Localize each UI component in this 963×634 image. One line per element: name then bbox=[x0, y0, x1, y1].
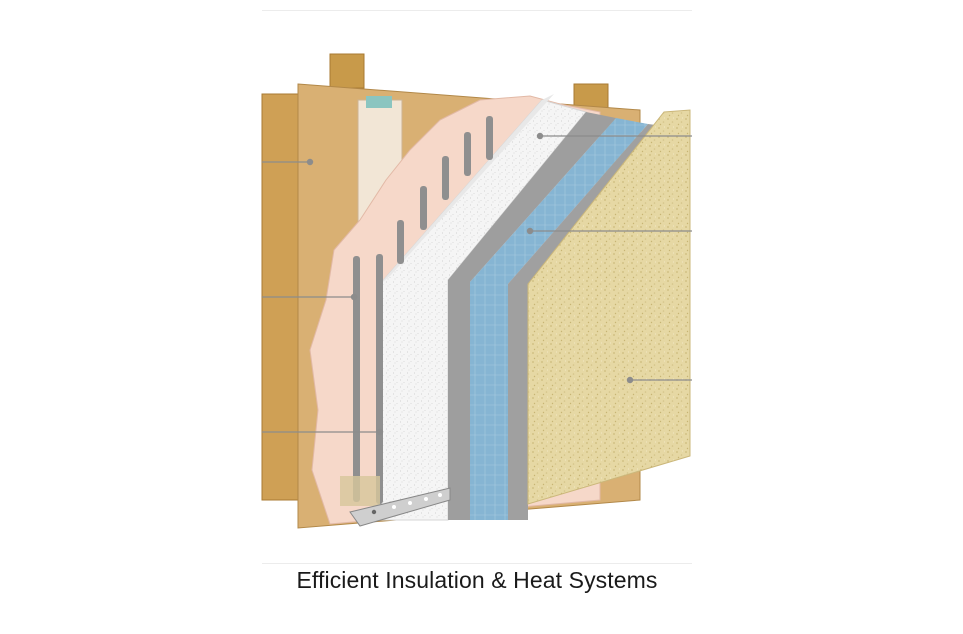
top-divider bbox=[262, 10, 692, 11]
batten-clip bbox=[366, 96, 392, 108]
insulation-edge bbox=[378, 94, 554, 286]
fixing-anchors bbox=[353, 116, 493, 504]
caption-divider bbox=[262, 563, 692, 564]
callout-leaders bbox=[262, 132, 692, 436]
figure-caption: Efficient Insulation & Heat Systems bbox=[296, 567, 658, 593]
basecoat-layer bbox=[448, 112, 616, 520]
wall-cross-section-illustration bbox=[261, 53, 692, 529]
primer-layer bbox=[508, 124, 664, 520]
textured-render bbox=[527, 109, 691, 505]
base-starter-track bbox=[340, 476, 451, 527]
reinforcing-mesh bbox=[470, 118, 648, 520]
